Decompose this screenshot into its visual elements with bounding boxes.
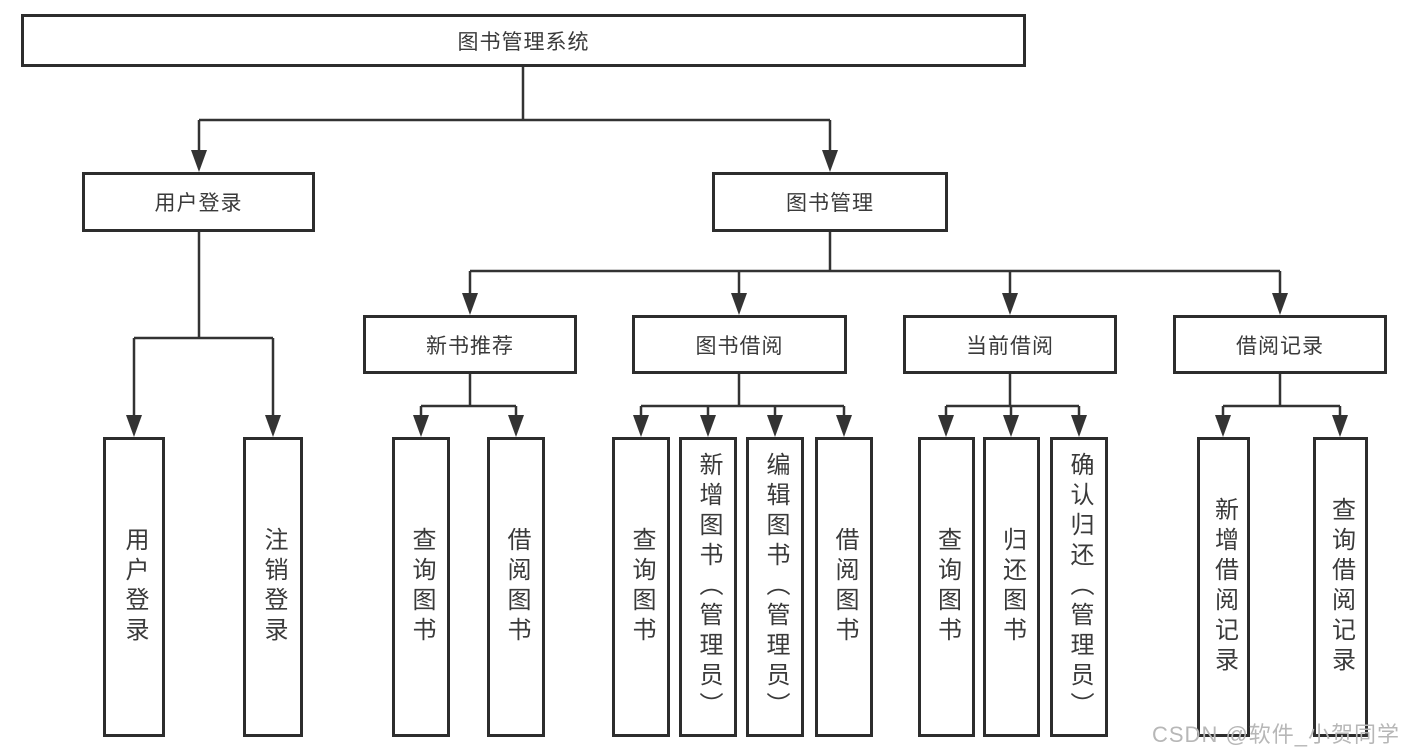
node-current-borrow: 当前借阅	[903, 315, 1117, 374]
leaf-edit-books-admin: 编辑图书（管理员）	[746, 437, 804, 737]
leaf-borrow-books-recommend: 借阅图书	[487, 437, 545, 737]
node-root-system: 图书管理系统	[21, 14, 1026, 67]
connector-paths	[132, 67, 1342, 434]
leaf-query-books-borrow: 查询图书	[612, 437, 670, 737]
leaf-user-login: 用户登录	[103, 437, 165, 737]
leaf-add-books-admin: 新增图书（管理员）	[679, 437, 737, 737]
leaf-return-books: 归还图书	[983, 437, 1040, 737]
leaf-borrow-books: 借阅图书	[815, 437, 873, 737]
connector-root-l2	[199, 67, 830, 434]
node-borrow-records: 借阅记录	[1173, 315, 1387, 374]
node-user-login: 用户登录	[82, 172, 315, 232]
leaf-confirm-return-admin: 确认归还（管理员）	[1050, 437, 1108, 737]
leaf-add-borrow-record: 新增借阅记录	[1197, 437, 1250, 737]
leaf-logout: 注销登录	[243, 437, 303, 737]
node-new-book-recommend: 新书推荐	[363, 315, 577, 374]
node-book-management: 图书管理	[712, 172, 948, 232]
leaf-query-books-current: 查询图书	[918, 437, 975, 737]
leaf-query-borrow-record: 查询借阅记录	[1313, 437, 1368, 737]
csdn-watermark: CSDN @软件_小贺同学	[1152, 722, 1401, 747]
node-book-borrow: 图书借阅	[632, 315, 847, 374]
leaf-query-books-recommend: 查询图书	[392, 437, 450, 737]
